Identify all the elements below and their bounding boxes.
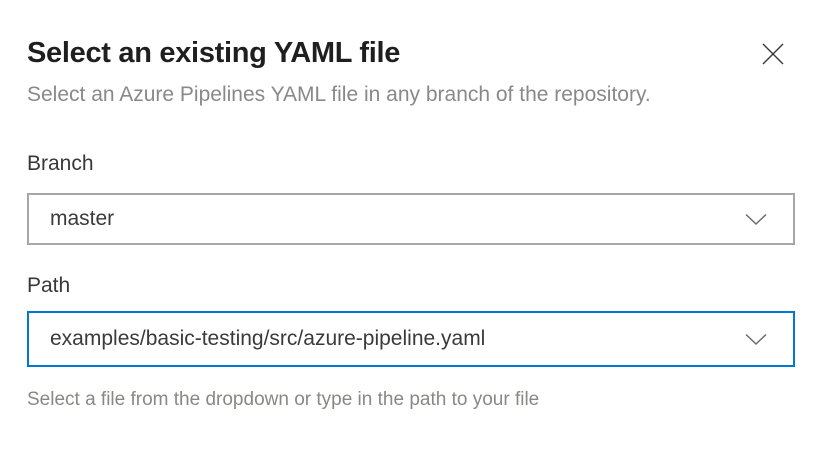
path-field-hint: Select a file from the dropdown or type … xyxy=(27,389,540,410)
path-combobox-value: examples/basic-testing/src/azure-pipelin… xyxy=(50,327,486,350)
path-combobox[interactable]: examples/basic-testing/src/azure-pipelin… xyxy=(27,311,795,367)
dialog-title: Select an existing YAML file xyxy=(27,37,401,69)
dialog-subtitle: Select an Azure Pipelines YAML file in a… xyxy=(27,83,651,106)
path-field-label: Path xyxy=(27,274,71,297)
close-button[interactable] xyxy=(757,38,789,70)
branch-combobox-value: master xyxy=(50,207,115,230)
branch-combobox[interactable]: master xyxy=(27,193,795,245)
close-icon xyxy=(760,41,786,67)
chevron-down-icon xyxy=(745,333,767,346)
dialog-header: Select an existing YAML file xyxy=(27,34,795,72)
chevron-down-icon xyxy=(745,213,767,226)
branch-field-label: Branch xyxy=(27,152,94,175)
